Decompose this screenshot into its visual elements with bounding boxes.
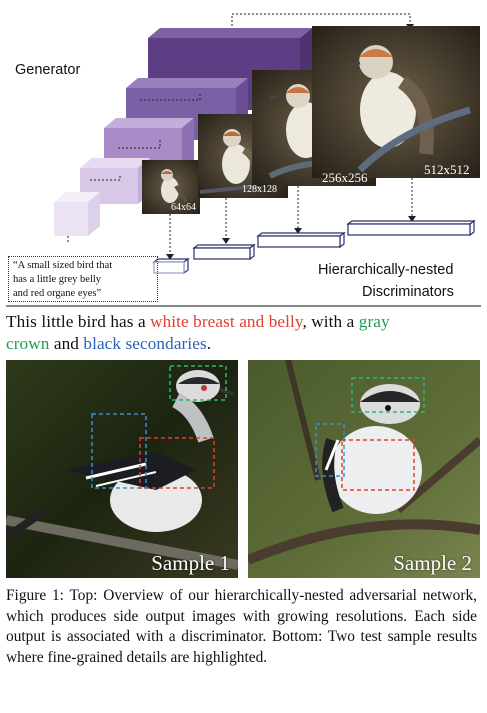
description-middle: , with a bbox=[302, 312, 359, 331]
description-and: and bbox=[49, 334, 84, 353]
sample-2-image bbox=[248, 360, 480, 578]
resolution-64: 64x64 bbox=[171, 202, 196, 213]
discriminator-label-line2: Discriminators bbox=[362, 284, 454, 300]
section-divider bbox=[6, 305, 481, 307]
architecture-graphic bbox=[54, 13, 480, 275]
description-breast: white breast and belly bbox=[150, 312, 303, 331]
sample-1-label: Sample 1 bbox=[151, 551, 230, 575]
side-output-64 bbox=[142, 160, 200, 214]
discriminator-4 bbox=[346, 219, 476, 237]
top-connector-arrow bbox=[231, 13, 411, 30]
sample-2-panel: Sample 2 bbox=[248, 360, 480, 578]
description-crown-word: crown bbox=[6, 334, 50, 353]
resolution-512: 512x512 bbox=[424, 162, 470, 177]
side-output-512 bbox=[312, 26, 480, 178]
generator-block-1 bbox=[54, 192, 100, 236]
description-suffix: . bbox=[206, 334, 212, 353]
description-prefix: This little bird has a bbox=[6, 312, 151, 331]
text-input-line2: has a little grey belly bbox=[13, 274, 102, 285]
discriminator-2 bbox=[192, 243, 256, 261]
sample-1-image bbox=[6, 360, 238, 578]
description-secondaries: black secondaries bbox=[83, 334, 207, 353]
text-input-line1: “A small sized bird that bbox=[13, 260, 113, 271]
architecture-diagram: Generator Hierarchically-nested Discrimi… bbox=[0, 0, 487, 310]
discriminators bbox=[152, 219, 476, 275]
description-crown-gray: gray bbox=[358, 312, 390, 331]
generator-label: Generator bbox=[15, 62, 81, 78]
sample-2-label: Sample 2 bbox=[393, 551, 472, 575]
breast-highlight-box bbox=[139, 437, 215, 489]
resolution-128: 128x128 bbox=[242, 184, 277, 195]
description-line2: crown and black secondaries. bbox=[6, 334, 211, 354]
discriminator-3 bbox=[256, 231, 346, 249]
secondaries-highlight-box bbox=[91, 413, 147, 489]
breast-highlight-box-2 bbox=[341, 439, 415, 491]
figure-caption: Figure 1: Top: Overview of our hierarchi… bbox=[6, 587, 477, 666]
resolution-256: 256x256 bbox=[322, 170, 368, 185]
sample-1-panel: Sample 1 bbox=[6, 360, 238, 578]
text-input-line3: and red organe eyes” bbox=[13, 288, 102, 299]
crown-highlight-box-2 bbox=[351, 377, 425, 413]
crown-highlight-box bbox=[169, 365, 227, 401]
text-input-box: “A small sized bird that has a little gr… bbox=[8, 256, 158, 302]
discriminator-label-line1: Hierarchically-nested bbox=[318, 262, 454, 278]
discriminator-1 bbox=[152, 257, 190, 275]
description-line1: This little bird has a white breast and … bbox=[6, 312, 390, 332]
secondaries-highlight-box-2 bbox=[315, 423, 345, 477]
